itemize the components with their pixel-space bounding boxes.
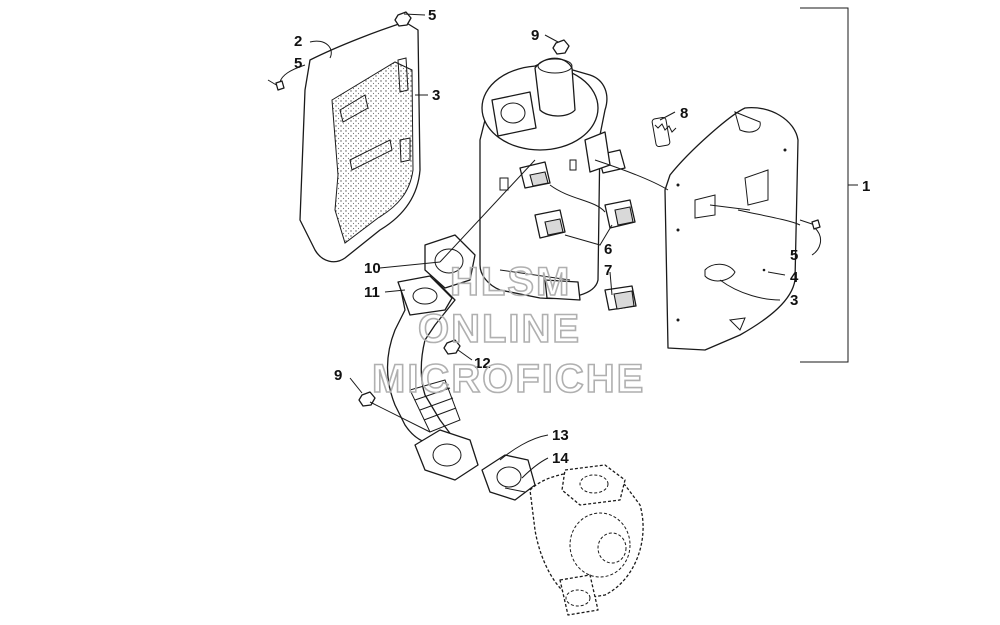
hardware xyxy=(267,11,821,493)
right-heat-shield xyxy=(664,106,799,351)
spring xyxy=(651,116,677,148)
callout-14: 14 xyxy=(552,450,569,467)
leader-lines xyxy=(279,7,858,479)
callout-labels: 1 2 3 3 4 5 5 5 6 7 8 9 9 10 11 12 13 14 xyxy=(294,7,870,467)
callout-4: 4 xyxy=(790,269,799,286)
callout-8: 8 xyxy=(680,105,688,122)
callout-9-left: 9 xyxy=(334,367,342,384)
callout-6: 6 xyxy=(604,241,612,258)
callout-13: 13 xyxy=(552,427,569,444)
callout-9-top: 9 xyxy=(531,27,539,44)
callout-11: 11 xyxy=(364,284,380,301)
turbo-flange-gasket xyxy=(414,429,536,501)
callout-3-right: 3 xyxy=(790,292,798,309)
exhaust-pipe xyxy=(386,275,461,445)
watermark-line-2: ONLINE xyxy=(418,307,581,351)
turbocharger xyxy=(529,464,644,616)
callout-10: 10 xyxy=(364,260,381,277)
callout-5-top: 5 xyxy=(428,7,436,24)
left-heat-shield xyxy=(299,21,421,263)
rubber-mount-set xyxy=(499,131,637,311)
callout-1: 1 xyxy=(862,178,870,195)
callout-7: 7 xyxy=(604,262,612,279)
watermark: HLSM ONLINE MICROFICHE xyxy=(371,259,645,402)
watermark-line-3: MICROFICHE xyxy=(372,357,645,401)
watermark-line-1: HLSM xyxy=(450,260,571,304)
callout-5-left: 5 xyxy=(294,55,302,72)
muffler-gasket xyxy=(424,234,476,289)
callout-12: 12 xyxy=(474,355,491,372)
callout-5-right: 5 xyxy=(790,247,798,264)
callout-2: 2 xyxy=(294,33,302,50)
callout-3-left: 3 xyxy=(432,87,440,104)
